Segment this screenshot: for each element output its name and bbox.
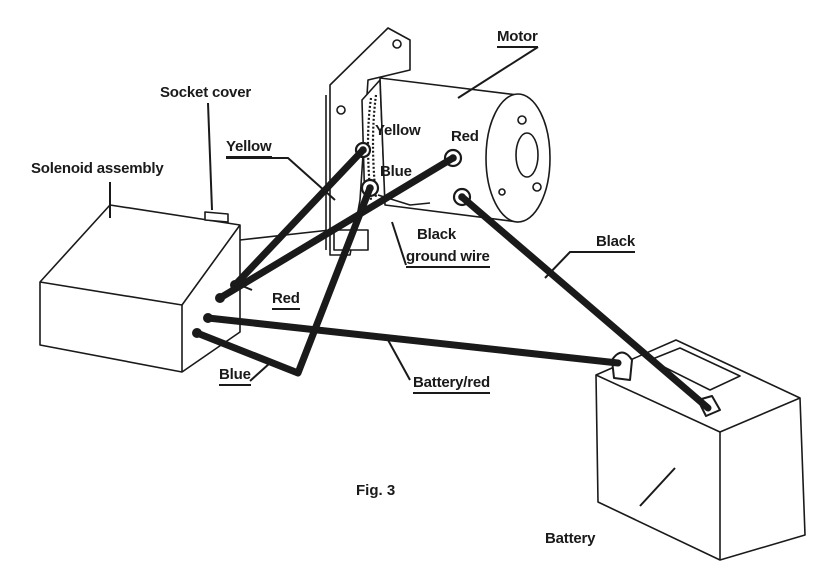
label-blue-wire: Blue <box>219 366 251 386</box>
wires <box>193 146 712 412</box>
battery-box <box>595 339 806 561</box>
label-solenoid-assembly: Solenoid assembly <box>31 160 164 177</box>
label-yellow-wire: Yellow <box>226 138 272 158</box>
label-battery: Battery <box>545 530 596 547</box>
yellow-wire <box>231 146 367 289</box>
label-black-ground-1: Black <box>417 226 457 243</box>
label-motor: Motor <box>497 28 538 48</box>
black-wire <box>458 193 712 412</box>
battery-red-wire <box>204 314 622 367</box>
leader-lines <box>109 46 676 507</box>
label-red-wire: Red <box>272 290 300 310</box>
red-wire <box>216 154 457 302</box>
label-socket-cover: Socket cover <box>160 84 251 101</box>
label-yellow-terminal: Yellow <box>375 122 421 139</box>
label-black-wire: Black <box>596 233 635 253</box>
label-battery-red: Battery/red <box>413 374 490 394</box>
label-blue-terminal: Blue <box>380 163 412 180</box>
label-black-ground-2: ground wire <box>406 248 490 268</box>
blue-wire <box>193 184 374 377</box>
label-red-terminal: Red <box>451 128 479 145</box>
figure-caption: Fig. 3 <box>356 482 396 499</box>
